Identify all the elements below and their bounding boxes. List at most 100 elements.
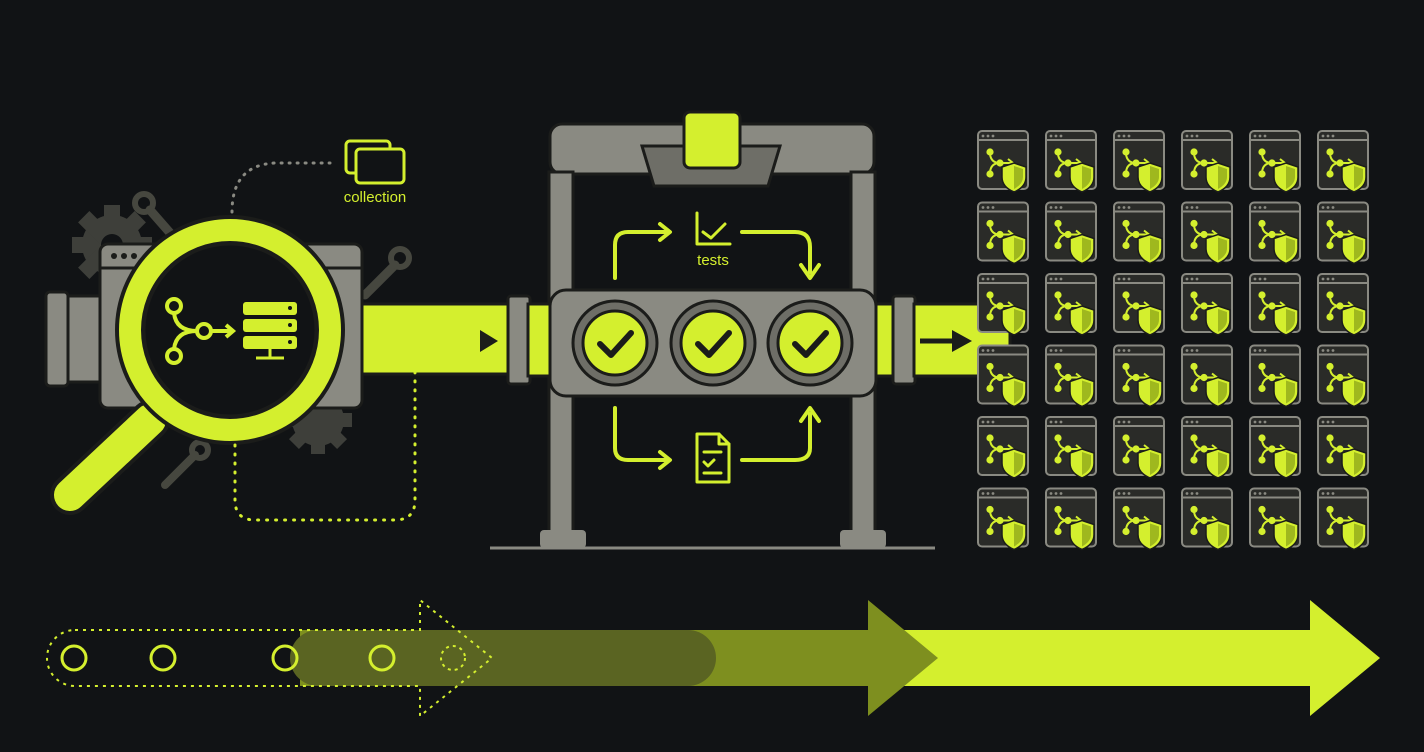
git-branch-icon: [1258, 362, 1287, 393]
deployment-tile: [977, 416, 1029, 479]
git-branch-icon: [1122, 291, 1151, 321]
shield-icon: [1205, 519, 1231, 551]
progress-dot: [368, 644, 396, 672]
deployment-tile: [1317, 273, 1369, 336]
deployment-tile: [1181, 416, 1233, 479]
checkmark-icon: [571, 299, 659, 387]
shield-icon: [1069, 448, 1095, 479]
shield-icon: [1205, 162, 1231, 193]
shield-icon: [1137, 162, 1163, 193]
deployment-tile: [977, 344, 1029, 408]
progress-dot: [271, 644, 299, 672]
shield-icon: [1001, 376, 1027, 408]
shield-icon: [1205, 305, 1231, 336]
deployment-tile: [977, 487, 1029, 551]
shield-icon: [1069, 305, 1095, 336]
git-branch-icon: [1326, 505, 1355, 536]
deployment-tile: [977, 201, 1029, 265]
deployment-tile: [1113, 201, 1165, 265]
deployment-tile: [1045, 130, 1097, 193]
git-branch-icon: [1054, 148, 1083, 178]
git-branch-icon: [165, 297, 237, 365]
shield-icon: [1341, 448, 1367, 479]
git-branch-icon: [986, 505, 1015, 536]
deployment-tile: [1181, 273, 1233, 336]
document-checklist-icon: [695, 432, 731, 484]
shield-icon: [1137, 519, 1163, 551]
shield-icon: [1341, 162, 1367, 193]
shield-icon: [1341, 519, 1367, 551]
deployment-tile: [1317, 487, 1369, 551]
cards-stack-icon: [344, 139, 406, 185]
deployment-tile: [977, 130, 1029, 193]
deployment-tile: [1181, 201, 1233, 265]
deployment-tile: [1045, 201, 1097, 265]
deployment-tile: [1317, 416, 1369, 479]
deployment-tile: [1113, 416, 1165, 479]
git-branch-icon: [1258, 505, 1287, 536]
shield-icon: [1001, 162, 1027, 193]
deployment-tile: [1045, 487, 1097, 551]
shield-icon: [1341, 305, 1367, 336]
shield-icon: [1205, 448, 1231, 479]
deployment-tile: [1113, 487, 1165, 551]
shield-icon: [1137, 305, 1163, 336]
shield-icon: [1341, 376, 1367, 408]
git-branch-icon: [1258, 219, 1287, 250]
shield-icon: [1001, 448, 1027, 479]
chart-check-icon: [695, 211, 732, 246]
test-cycle-arrows: [613, 222, 821, 470]
shield-icon: [1273, 162, 1299, 193]
deployment-tile: [1113, 273, 1165, 336]
deployment-tile: [1181, 487, 1233, 551]
shield-icon: [1137, 233, 1163, 265]
git-branch-icon: [1190, 362, 1219, 393]
deployment-grid: [977, 130, 1369, 551]
deployment-tile: [1249, 201, 1301, 265]
shield-icon: [1069, 376, 1095, 408]
collection-label: collection: [344, 189, 407, 206]
shield-icon: [1001, 519, 1027, 551]
shield-icon: [1341, 233, 1367, 265]
shield-icon: [1001, 305, 1027, 336]
git-branch-icon: [1258, 148, 1287, 178]
deployment-tile: [1113, 130, 1165, 193]
shield-icon: [1069, 162, 1095, 193]
deployment-tile: [1317, 201, 1369, 265]
git-branch-icon: [1326, 148, 1355, 178]
progress-dot: [440, 645, 466, 671]
git-branch-icon: [1190, 219, 1219, 250]
shield-icon: [1205, 376, 1231, 408]
shield-icon: [1273, 519, 1299, 551]
shield-icon: [1273, 305, 1299, 336]
git-branch-icon: [1190, 148, 1219, 178]
shield-icon: [1069, 233, 1095, 265]
deployment-tile: [1317, 130, 1369, 193]
deployment-tile: [1249, 416, 1301, 479]
shield-icon: [1273, 376, 1299, 408]
shield-icon: [1069, 519, 1095, 551]
progress-arrows: [46, 597, 1380, 719]
progress-dot: [60, 644, 88, 672]
deployment-tile: [1181, 344, 1233, 408]
deployment-tile: [1249, 487, 1301, 551]
progress-dot: [149, 644, 177, 672]
checkmark-icon: [669, 299, 757, 387]
deployment-tile: [977, 273, 1029, 336]
shield-icon: [1205, 233, 1231, 265]
checkmark-icon: [766, 299, 854, 387]
deployment-tile: [1249, 344, 1301, 408]
wrench-icon: [360, 246, 412, 300]
deployment-tile: [1045, 273, 1097, 336]
shield-icon: [1273, 233, 1299, 265]
shield-icon: [1137, 448, 1163, 479]
shield-icon: [1001, 233, 1027, 265]
git-branch-icon: [1122, 148, 1151, 178]
deployment-tile: [1249, 130, 1301, 193]
deployment-tile: [1181, 130, 1233, 193]
deployment-tile: [1045, 344, 1097, 408]
shield-icon: [1273, 448, 1299, 479]
tests-label: tests: [697, 252, 729, 269]
deployment-tile: [1113, 344, 1165, 408]
